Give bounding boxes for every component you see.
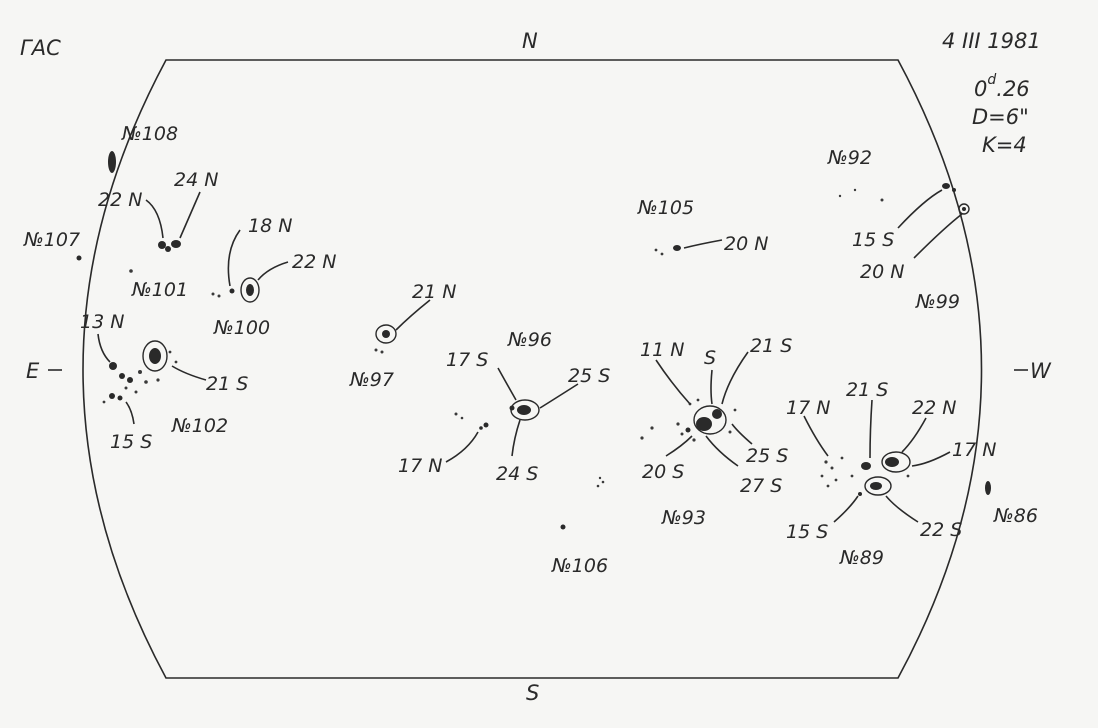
group-100-label: №100	[213, 317, 270, 339]
lat-89a: 17 N	[786, 397, 830, 419]
lat-102b: 21 S	[206, 373, 248, 395]
group-107-label: №107	[23, 229, 80, 251]
lat-101a: 22 N	[98, 189, 142, 211]
lat-93e: 20 S	[642, 461, 684, 483]
leader-97	[395, 299, 431, 331]
spot-cluster-102	[102, 340, 178, 404]
group-102-label: №102	[171, 415, 228, 437]
leader-96a	[497, 367, 517, 401]
south-label: S	[526, 681, 539, 705]
leader-89c	[901, 417, 927, 453]
leader-93b	[710, 369, 713, 405]
leader-101a	[145, 199, 164, 239]
leader-89e	[833, 495, 859, 523]
spot-cluster-106	[560, 476, 605, 530]
spot-108	[108, 151, 116, 173]
lat-100a: 18 N	[248, 215, 292, 237]
leader-92b	[913, 213, 963, 259]
observatory-label: ГАС	[20, 36, 61, 60]
group-96-label: №96	[507, 329, 552, 351]
spot-cluster-93	[640, 398, 737, 442]
disk-outline	[82, 59, 983, 679]
leader-89d	[911, 451, 951, 467]
lat-96b: 25 S	[568, 365, 610, 387]
lat-89e: 15 S	[786, 521, 828, 543]
group-101-label: №101	[131, 279, 188, 301]
east-label: E	[26, 359, 40, 383]
diameter-label: D=6"	[972, 105, 1029, 129]
group-93-label: №93	[661, 507, 706, 529]
leader-100b	[257, 261, 289, 281]
lat-89f: 22 S	[920, 519, 962, 541]
leader-100a	[227, 229, 241, 287]
spot-cluster-97	[374, 324, 397, 354]
lat-96d: 24 S	[496, 463, 538, 485]
lat-96c: 17 N	[398, 455, 442, 477]
lat-105: 20 N	[724, 233, 768, 255]
leader-89f	[885, 495, 919, 523]
lat-89c: 22 N	[912, 397, 956, 419]
leader-102c	[125, 401, 135, 425]
lat-97: 21 N	[412, 281, 456, 303]
group-89-label: №89	[839, 547, 884, 569]
lat-92a: 15 S	[852, 229, 894, 251]
leader-96d	[511, 419, 521, 457]
lat-102c: 15 S	[110, 431, 152, 453]
group-86-label: №86	[993, 505, 1038, 527]
lat-89b: 21 S	[846, 379, 888, 401]
leader-102a	[97, 333, 111, 363]
lat-93b: S	[704, 347, 716, 369]
leader-93e	[665, 435, 693, 457]
leader-89a	[803, 415, 829, 457]
date-label: 4 III 1981	[942, 29, 1041, 53]
lat-89d: 17 N	[952, 439, 996, 461]
spot-107	[76, 255, 82, 261]
lat-100b: 22 N	[292, 251, 336, 273]
lat-93a: 11 N	[640, 339, 684, 361]
group-92-label: №92	[827, 147, 872, 169]
leader-93f	[705, 435, 739, 467]
leader-93d	[731, 423, 753, 445]
north-label: N	[522, 29, 538, 53]
leader-102b	[171, 365, 207, 381]
group-108-label: №108	[121, 123, 178, 145]
leader-105	[683, 239, 723, 249]
lat-92b: 20 N	[860, 261, 904, 283]
lat-101b: 24 N	[174, 169, 218, 191]
west-label: W	[1030, 359, 1052, 383]
lat-96a: 17 S	[446, 349, 488, 371]
group-97-label: №97	[349, 369, 394, 391]
leader-96c	[445, 431, 479, 463]
group-106-label: №106	[551, 555, 608, 577]
lat-93d: 25 S	[746, 445, 788, 467]
spot-cluster-92-99	[838, 183, 970, 215]
spot-cluster-96	[454, 399, 540, 430]
leader-93c	[721, 351, 749, 405]
leader-93a	[655, 359, 691, 405]
group-105-label: №105	[637, 197, 694, 219]
group-99-label: №99	[915, 291, 960, 313]
lat-93f: 27 S	[740, 475, 782, 497]
spot-cluster-100	[211, 277, 260, 303]
k-value-label: K=4	[982, 133, 1027, 157]
spot-cluster-101	[129, 240, 181, 273]
leader-92a	[897, 189, 943, 229]
spot-86	[985, 481, 991, 495]
leader-89b	[869, 399, 873, 459]
spot-cluster-89	[820, 451, 911, 496]
leader-96b	[539, 383, 579, 409]
time-label: 0d.26	[974, 72, 1030, 101]
spot-cluster-105	[654, 245, 681, 256]
lat-102a: 13 N	[80, 311, 124, 333]
leader-101b	[179, 191, 201, 239]
lat-93c: 21 S	[750, 335, 792, 357]
